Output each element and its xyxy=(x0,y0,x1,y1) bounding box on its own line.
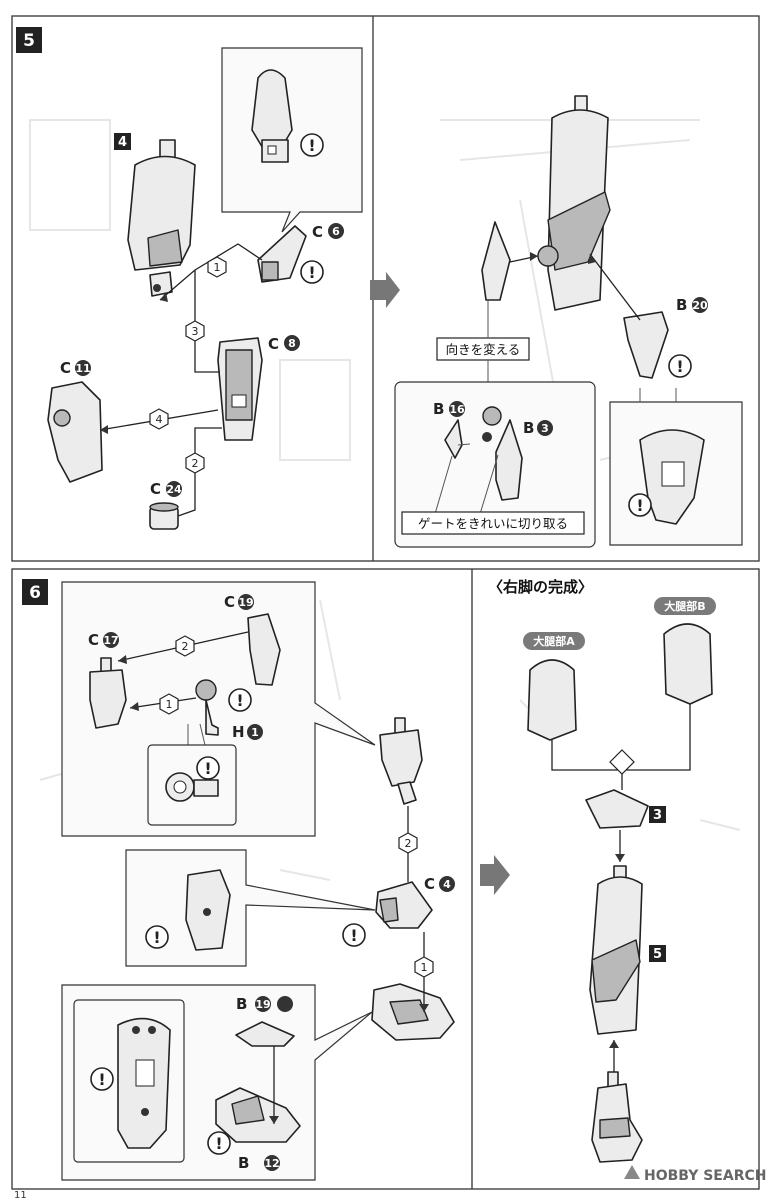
label-c6: C xyxy=(312,223,323,241)
label-c4: C xyxy=(424,875,435,893)
caution-icon: ! xyxy=(98,1070,105,1089)
label-c6-num: 6 xyxy=(332,225,340,238)
label-b20: B xyxy=(676,296,687,314)
step-6-number: 6 xyxy=(29,583,41,603)
label-b3-num: 3 xyxy=(541,422,549,435)
part-c24: C 24 xyxy=(149,480,182,530)
label-c8: C xyxy=(268,335,279,353)
caution-icon: ! xyxy=(350,926,357,945)
label-b12-num: 12 xyxy=(264,1157,279,1170)
order-2: 2 xyxy=(405,837,412,850)
order-4: 4 xyxy=(156,413,163,426)
ref-step-5-number: 5 xyxy=(653,947,662,962)
label-b16-num: 16 xyxy=(449,403,465,416)
order-3: 3 xyxy=(192,325,199,338)
detail-box-b20: ! xyxy=(609,388,743,546)
ref-step-4-badge xyxy=(114,133,131,150)
part-c6: ! C 6 xyxy=(257,223,344,284)
label-b19: B xyxy=(236,995,247,1013)
watermark: HOBBY SEARCH xyxy=(624,1165,766,1184)
thigh-b-label: 大腿部B xyxy=(664,599,705,613)
thigh-a-label: 大腿部A xyxy=(533,634,575,648)
label-c24-num: 24 xyxy=(166,483,182,496)
lower-leg-complete xyxy=(591,1071,643,1163)
caution-icon: ! xyxy=(153,928,160,947)
thigh-a: 大腿部A xyxy=(523,632,585,741)
label-c17: C xyxy=(88,631,99,649)
step-5-frame xyxy=(11,15,760,562)
assembled-thigh: 5 xyxy=(589,865,666,1072)
label-c24: C xyxy=(150,480,161,498)
caution-icon: ! xyxy=(308,136,315,155)
note-turn-text: 向きを変える xyxy=(446,342,521,357)
flow-arrow-6 xyxy=(480,855,510,895)
thigh-join xyxy=(551,704,691,790)
step-5-panel: 5 4 ! ! C 6 xyxy=(11,15,760,562)
part-c4: C 4 ! 2 xyxy=(342,806,455,947)
order-markers-5a: 1 3 4 2 xyxy=(149,256,227,474)
thigh-b: 大腿部B xyxy=(654,597,716,705)
subpanel-foot: ! B 19 ! B 12 xyxy=(61,984,373,1181)
label-b19-num: 19 xyxy=(255,998,270,1011)
order-2: 2 xyxy=(192,457,199,470)
completed-title: 〈右脚の完成〉 xyxy=(488,578,593,596)
note-turn: 向きを変える xyxy=(436,300,530,382)
caution-icon: ! xyxy=(308,263,315,282)
caution-icon: ! xyxy=(215,1134,222,1153)
label-b3: B xyxy=(523,419,534,437)
ref-step-3-number: 3 xyxy=(653,808,662,823)
step-6-panel: 6 C 19 C 17 ! H 1 xyxy=(11,568,766,1190)
order-1: 1 xyxy=(214,261,221,274)
order-1: 1 xyxy=(421,961,428,974)
page-number: 11 xyxy=(14,1190,27,1200)
order-2: 2 xyxy=(182,640,189,653)
gate-cut-panel: B 16 B 3 ゲートをきれいに切り取る xyxy=(394,381,596,548)
order-1: 1 xyxy=(166,698,173,711)
detail-bubble-c6: ! xyxy=(221,47,363,233)
subpanel-shin: ! xyxy=(125,849,376,967)
watermark-brand: HOBBY SEARCH xyxy=(644,1168,766,1184)
label-c4-num: 4 xyxy=(443,878,451,891)
label-b16: B xyxy=(433,400,444,418)
knee-assembly xyxy=(379,717,423,805)
label-c11-num: 11 xyxy=(75,362,90,375)
ankle-part: 1 xyxy=(371,932,455,1041)
upper-leg-part xyxy=(127,139,196,297)
flow-arrow-5 xyxy=(370,272,400,308)
assembled-upper-leg xyxy=(481,95,611,311)
step-6-badge xyxy=(22,579,48,605)
hip-joint: 3 xyxy=(585,789,666,862)
label-c17-num: 17 xyxy=(103,634,118,647)
label-c19: C xyxy=(224,593,235,611)
label-b20-num: 20 xyxy=(692,299,708,312)
caution-icon: ! xyxy=(236,691,243,710)
part-c8: C 8 xyxy=(217,335,300,441)
step-5-number: 5 xyxy=(23,31,35,51)
step-6-frame xyxy=(11,568,760,1190)
label-b12: B xyxy=(238,1154,249,1172)
step-5-badge xyxy=(16,27,42,53)
caution-icon: ! xyxy=(676,357,683,376)
part-c11: C 11 xyxy=(47,359,103,483)
caution-icon: ! xyxy=(204,759,211,778)
label-c11: C xyxy=(60,359,71,377)
label-h1-num: 1 xyxy=(251,726,259,739)
label-h1: H xyxy=(232,723,245,741)
caution-icon: ! xyxy=(636,496,643,515)
note-gate-text: ゲートをきれいに切り取る xyxy=(418,516,568,531)
subpanel-knee: C 19 C 17 ! H 1 2 1 xyxy=(61,581,376,837)
label-c8-num: 8 xyxy=(288,337,296,350)
part-b20: ! B 20 xyxy=(588,253,708,379)
ref-step-4-number: 4 xyxy=(118,135,127,150)
label-c19-num: 19 xyxy=(238,596,253,609)
